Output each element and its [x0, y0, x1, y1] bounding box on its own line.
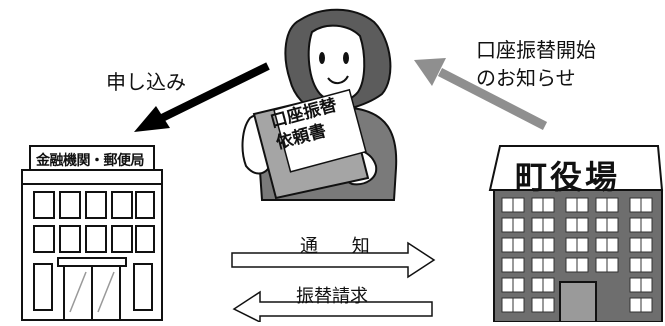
- apply-arrow-head: [134, 106, 170, 132]
- notification-label: 通 知: [300, 236, 384, 257]
- notification-arrow: [231, 241, 436, 279]
- notice-arrow: [414, 58, 548, 131]
- person-figure: [241, 8, 398, 201]
- apply-arrow-shaft: [160, 62, 270, 122]
- request-form-label-area: [273, 88, 367, 173]
- notice-arrow-shaft: [437, 67, 548, 131]
- face: [307, 24, 366, 103]
- apply-arrow: [134, 62, 270, 132]
- bank-building: [21, 145, 163, 321]
- notice-arrow-head: [414, 58, 446, 86]
- bank-windows: [33, 191, 155, 311]
- transfer-request-arrow: [232, 290, 433, 324]
- apply-label: 申し込み: [106, 70, 186, 94]
- notice-label-line2: のお知らせ: [476, 66, 576, 90]
- notice-label-line1: 口座振替開始: [476, 38, 596, 62]
- smile: [327, 75, 349, 84]
- town-office-door: [559, 281, 597, 323]
- town-office-sign-text: 町役場: [515, 158, 621, 196]
- town-office-building: [488, 145, 664, 323]
- notice-label: 口座振替開始 のお知らせ: [476, 36, 596, 92]
- bank-sign-text: 金融機関・郵便局: [36, 153, 145, 169]
- transfer-request-label: 振替請求: [296, 286, 368, 307]
- town-office-windows: [501, 197, 653, 313]
- bank-sign-board: [29, 145, 155, 171]
